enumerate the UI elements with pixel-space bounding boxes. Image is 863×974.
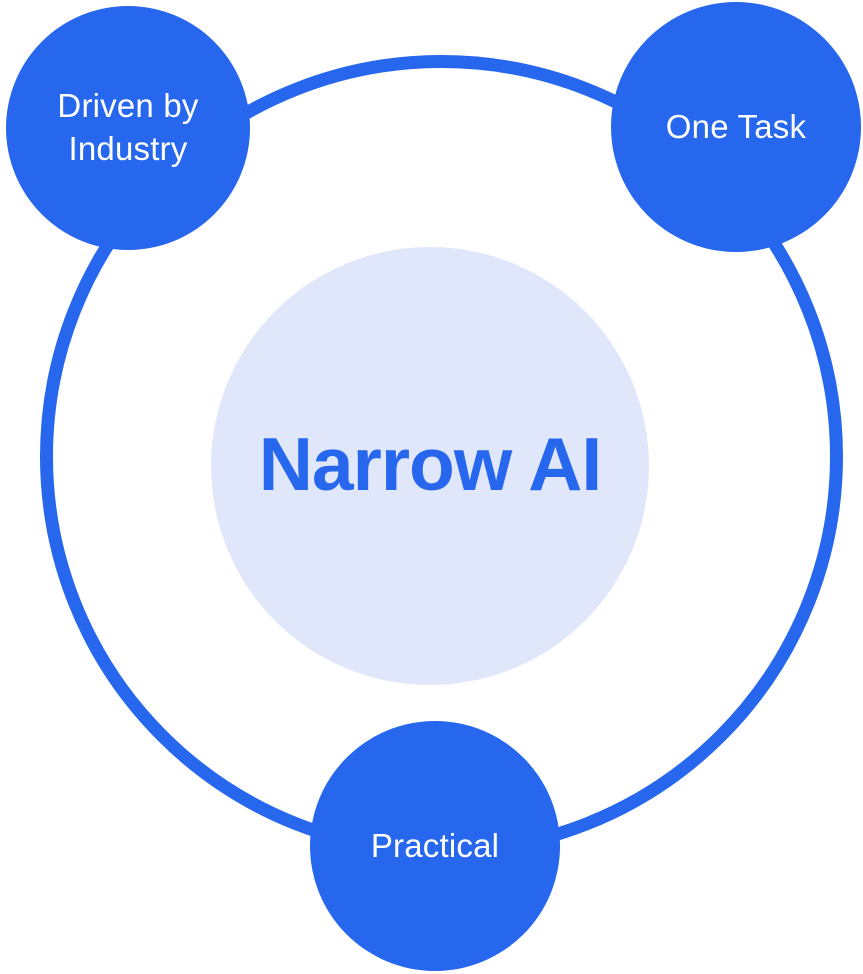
node-one-task-label: One Task	[665, 107, 807, 145]
node-practical-label: Practical	[370, 826, 500, 864]
node-one-task: One Task	[611, 2, 861, 252]
node-practical: Practical	[310, 721, 560, 971]
center-label: Narrow AI	[258, 422, 602, 506]
node-driven-by-industry-label: Driven by Industry	[57, 87, 199, 167]
node-driven-by-industry: Driven by Industry	[6, 6, 250, 250]
center-circle: Narrow AI	[211, 247, 649, 685]
